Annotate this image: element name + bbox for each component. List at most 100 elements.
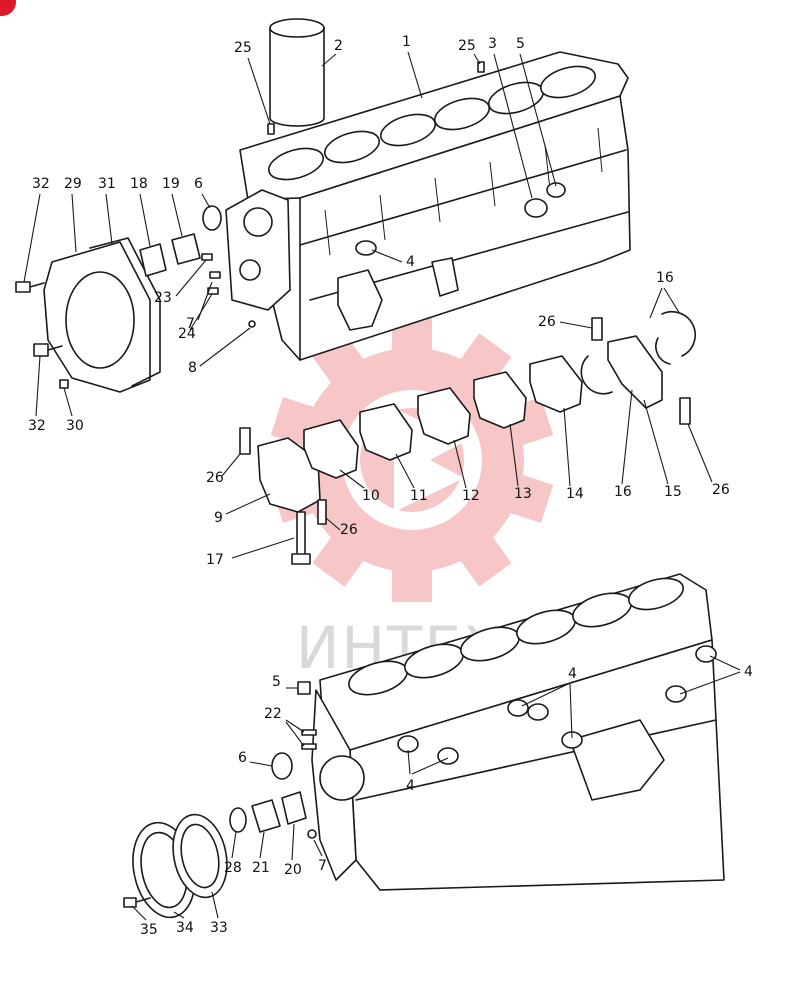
block-bearing-saddle	[337, 269, 383, 331]
callout-leader-6	[249, 761, 273, 767]
bushing-21	[251, 799, 281, 833]
cylinder-liner	[269, 18, 325, 127]
callout-label-6: 6	[238, 750, 247, 766]
ring-28	[229, 807, 247, 833]
thrust-washer-16	[661, 310, 697, 357]
callout-label-33: 33	[210, 920, 228, 936]
callout-leader-8	[199, 327, 251, 367]
callout-leader-4	[679, 671, 741, 695]
block-waterjacket-line	[299, 149, 627, 246]
front-plate-gasket	[89, 237, 161, 387]
callout-leader-19	[171, 193, 183, 237]
lower-block-line	[355, 719, 717, 801]
callout-leader-16	[649, 287, 663, 319]
plug-5	[546, 182, 566, 198]
callout-label-32: 32	[32, 176, 50, 192]
bearing-cap-15	[607, 335, 663, 409]
callout-leader-4	[709, 655, 741, 671]
plug-4	[527, 703, 549, 721]
callout-label-28: 28	[224, 860, 242, 876]
plug-4	[665, 685, 687, 703]
callout-leader-22	[285, 719, 305, 733]
cap-bolt-17	[291, 511, 311, 565]
callout-leader-16	[621, 389, 633, 485]
callout-leader-15	[643, 399, 669, 485]
rear-crank-bore	[319, 755, 365, 801]
block-front-bore	[239, 259, 261, 281]
callout-leader-26	[325, 517, 341, 531]
callout-label-14: 14	[566, 486, 584, 502]
bushing-19	[171, 233, 201, 265]
callout-leader-28	[231, 831, 237, 859]
callout-leader-22	[285, 721, 305, 747]
callout-leader-1	[407, 51, 423, 99]
callout-label-4: 4	[744, 664, 753, 680]
callout-label-26: 26	[340, 522, 358, 538]
callout-leader-4	[371, 249, 403, 263]
callout-label-29: 29	[64, 176, 82, 192]
callout-leader-23	[175, 259, 207, 297]
ball-8	[248, 320, 256, 328]
callout-leader-32	[23, 193, 41, 283]
callout-leader-29	[71, 193, 77, 253]
callout-label-31: 31	[98, 176, 116, 192]
callout-leader-20	[291, 823, 295, 861]
bushing-20	[281, 791, 307, 825]
callout-leader-4	[411, 757, 449, 775]
callout-label-25: 25	[458, 38, 476, 54]
callout-leader-35	[131, 905, 147, 921]
callout-leader-25	[473, 53, 481, 65]
dowel-22	[301, 743, 317, 750]
callout-label-13: 13	[514, 486, 532, 502]
block-ribs	[324, 127, 603, 256]
callout-label-4: 4	[406, 254, 415, 270]
callout-label-18: 18	[130, 176, 148, 192]
callout-label-6: 6	[194, 176, 203, 192]
callout-label-2: 2	[334, 38, 343, 54]
callout-label-26: 26	[712, 482, 730, 498]
plug-4	[507, 699, 529, 717]
callout-label-23: 23	[154, 290, 172, 306]
callout-leader-21	[259, 831, 265, 859]
thrust-washer-16	[580, 355, 613, 395]
callout-leader-5	[519, 53, 557, 187]
plug-4	[355, 240, 377, 256]
plug-4	[397, 735, 419, 753]
callout-leader-26	[221, 453, 241, 477]
block-front-bore	[243, 207, 273, 237]
bushing-18	[139, 243, 167, 277]
callout-leader-26	[687, 423, 713, 483]
callout-label-7: 7	[186, 316, 195, 332]
bearing-cap-11	[359, 403, 413, 461]
bolt-32	[33, 343, 63, 357]
callout-leader-11	[395, 453, 415, 489]
callout-label-4: 4	[568, 666, 577, 682]
callout-label-9: 9	[214, 510, 223, 526]
rear-oil-seal-33	[172, 813, 228, 899]
bearing-cap-9	[257, 437, 321, 513]
bearing-cap-13	[473, 371, 527, 429]
callout-label-30: 30	[66, 418, 84, 434]
callout-label-8: 8	[188, 360, 197, 376]
callout-label-4: 4	[406, 778, 415, 794]
callout-leader-17	[231, 537, 295, 559]
bearing-cap-12	[417, 387, 471, 445]
callout-leader-2	[321, 53, 337, 67]
callout-label-32: 32	[28, 418, 46, 434]
callout-label-7: 7	[318, 858, 327, 874]
plug-3	[524, 198, 548, 218]
callout-leader-4	[521, 683, 569, 707]
dowel-25	[267, 123, 275, 135]
plug-5	[297, 681, 311, 695]
thrust-washer-16	[655, 337, 671, 365]
callout-label-16: 16	[656, 270, 674, 286]
cylinder-bores	[268, 65, 596, 181]
callout-leader-7	[313, 839, 323, 857]
callout-leader-12	[453, 439, 467, 489]
seal-6	[202, 205, 222, 231]
seal-26	[679, 397, 691, 425]
callout-label-35: 35	[140, 922, 158, 938]
bolt-35	[123, 897, 151, 908]
pin-30	[59, 379, 69, 389]
